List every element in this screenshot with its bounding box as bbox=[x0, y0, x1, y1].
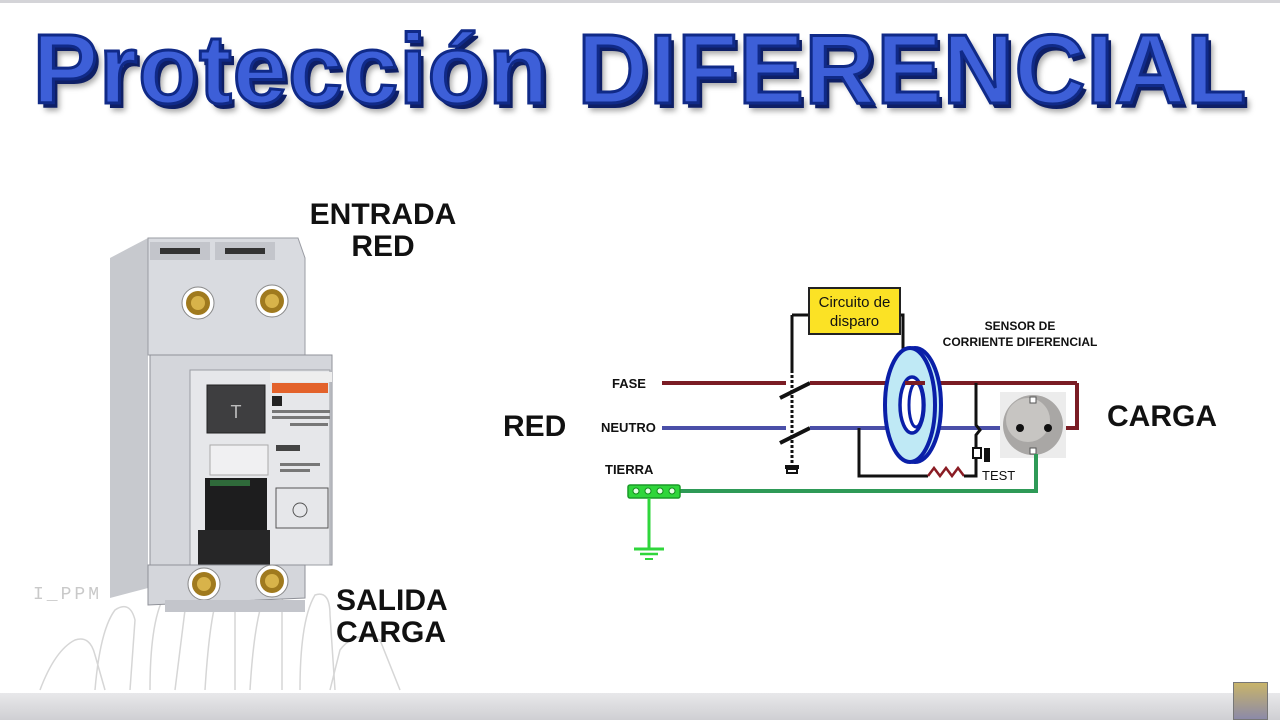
tierra-label: TIERRA bbox=[605, 462, 654, 477]
load-label: CARGA bbox=[1107, 400, 1217, 433]
bottom-band bbox=[0, 693, 1280, 720]
socket-outlet bbox=[1000, 392, 1066, 458]
output-label-line1: SALIDA bbox=[336, 584, 448, 617]
trip-circuit-line2: disparo bbox=[829, 313, 880, 330]
sensor-label: SENSOR DE CORRIENTE DIFERENCIAL bbox=[930, 318, 1110, 350]
channel-logo-icon bbox=[1233, 682, 1268, 720]
fase-contact bbox=[779, 381, 811, 400]
earth-bar bbox=[627, 484, 681, 499]
test-resistor bbox=[927, 465, 965, 479]
neutro-label: NEUTRO bbox=[601, 420, 656, 435]
svg-text:T: T bbox=[231, 402, 242, 422]
top-border bbox=[0, 0, 1280, 3]
watermark-text: I_PPM bbox=[33, 585, 103, 605]
input-label: ENTRADA RED bbox=[300, 199, 466, 263]
sensor-label-line1: SENSOR DE bbox=[984, 319, 1056, 333]
fase-label: FASE bbox=[612, 376, 646, 391]
sensor-label-line2: CORRIENTE DIFERENCIAL bbox=[942, 335, 1098, 349]
toroid-sensor bbox=[883, 346, 943, 464]
input-label-line1: ENTRADA bbox=[309, 198, 457, 231]
trip-circuit-box: Circuito de disparo bbox=[808, 287, 901, 335]
input-label-line2: RED bbox=[351, 230, 415, 263]
test-label: TEST bbox=[982, 468, 1016, 483]
trip-circuit-line1: Circuito de bbox=[818, 294, 891, 311]
neutro-contact bbox=[779, 426, 811, 445]
page-title: Protección DIFERENCIAL bbox=[31, 13, 1248, 126]
output-label-line2: CARGA bbox=[336, 616, 446, 649]
source-label: RED bbox=[503, 410, 567, 443]
output-label: SALIDA CARGA bbox=[336, 585, 448, 649]
tierra-wire bbox=[680, 454, 1038, 493]
test-button-symbol bbox=[984, 448, 990, 462]
